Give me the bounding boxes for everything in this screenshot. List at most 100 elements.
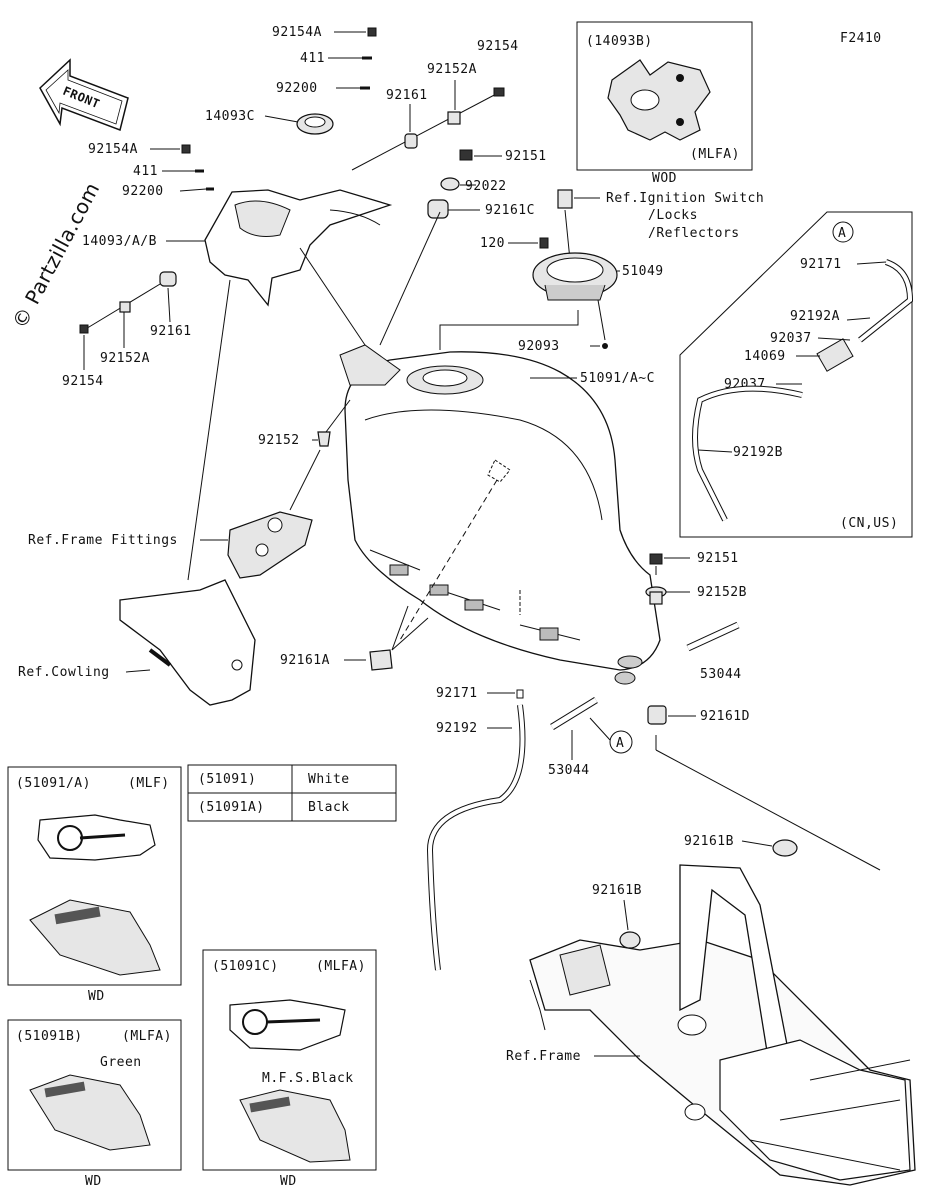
label-51091: 51091/A~C (580, 371, 655, 386)
front-arrow-icon: FRONT (39, 58, 129, 132)
ignition-ref-part (557, 189, 573, 209)
color-table: (51091) White (51091A) Black (187, 764, 397, 822)
inset-51091b-title: (51091B) (16, 1029, 83, 1044)
label-14093: 14093/A/B (82, 234, 157, 249)
inset-14093b-frame (576, 21, 753, 171)
fuel-tank-51091 (344, 351, 661, 671)
label-92171-bottom: 92171 (436, 686, 478, 701)
inset-cn-us-frame (679, 211, 913, 538)
label-92200-left: 92200 (122, 184, 164, 199)
label-92037-top: 92037 (770, 331, 812, 346)
label-92151-top: 92151 (505, 149, 547, 164)
table-row-2-color: Black (308, 800, 350, 815)
label-92161c: 92161C (485, 203, 535, 218)
inset-51091a-caption: WD (88, 989, 105, 1004)
inset-51091b-caption: WD (85, 1174, 102, 1189)
watermark: © Partzilla.com (7, 178, 104, 332)
inset-cn-us-circle: A (838, 226, 846, 241)
label-411-top: 411 (300, 51, 325, 66)
label-92171-inset: 92171 (800, 257, 842, 272)
label-120: 120 (480, 236, 505, 251)
grommet-92161c (427, 199, 449, 219)
inset-51091b-variant: (MLFA) (122, 1029, 172, 1044)
screw-92151-top (459, 149, 473, 161)
inset-51091b-color: Green (100, 1055, 142, 1070)
bolt-92152 (317, 431, 331, 447)
ref-ignition-1: Ref.Ignition Switch (606, 191, 764, 206)
frame-drawing (529, 864, 916, 1186)
inset-14093b-caption: WOD (652, 171, 677, 186)
grommet-92161b-left (619, 931, 641, 949)
label-92154a-top: 92154A (272, 25, 322, 40)
label-92161d: 92161D (700, 709, 750, 724)
cowling (119, 579, 256, 706)
washer-92022 (440, 177, 460, 191)
label-51049: 51049 (622, 264, 664, 279)
filter-14069 (816, 338, 854, 372)
clip-92171 (516, 689, 524, 699)
frame-fitting (227, 511, 313, 579)
inset-51091a: (51091/A) (MLF) WD (7, 766, 182, 1004)
label-92154-left: 92154 (62, 374, 104, 389)
screw-92151-mid (649, 553, 663, 565)
circle-a-top (832, 221, 854, 243)
table-row-1-color: White (308, 772, 350, 787)
ref-frame-fittings: Ref.Frame Fittings (28, 533, 178, 548)
label-92161-left: 92161 (150, 324, 192, 339)
label-14069: 14069 (744, 349, 786, 364)
inset-cn-us-region: (CN,US) (840, 516, 898, 531)
label-92152b: 92152B (697, 585, 747, 600)
grommet-92161-left (159, 271, 177, 287)
damper-92161d (647, 705, 667, 725)
label-92200-top: 92200 (276, 81, 318, 96)
ref-frame: Ref.Frame (506, 1049, 581, 1064)
label-53044-bottom: 53044 (548, 763, 590, 778)
label-92192b: 92192B (733, 445, 783, 460)
collar-92152a-top (447, 111, 461, 125)
cover-14093 (204, 189, 393, 307)
ref-ignition-3: /Reflectors (648, 226, 740, 241)
ref-cowling: Ref.Cowling (18, 665, 110, 680)
inset-14093b-variant: (MLFA) (690, 147, 740, 162)
grommet-92161-top (404, 133, 418, 149)
label-92161a: 92161A (280, 653, 330, 668)
inset-14093b: (14093B) (MLFA) WOD (576, 21, 753, 186)
label-411-left: 411 (133, 164, 158, 179)
inset-51091b: (51091B) (MLFA) Green WD (7, 1019, 182, 1189)
label-92152: 92152 (258, 433, 300, 448)
inset-51091c-color: M.F.S.Black (262, 1071, 354, 1086)
screw-92154-top (493, 87, 505, 97)
label-92154a-left: 92154A (88, 142, 138, 157)
label-92151-mid: 92151 (697, 551, 739, 566)
pad-92161a (369, 649, 393, 671)
label-53044-right: 53044 (700, 667, 742, 682)
label-circle-a-bottom: A (616, 736, 624, 751)
screw-92154a-top (367, 27, 377, 37)
circle-a-bottom (609, 730, 633, 754)
inset-51091a-title: (51091/A) (16, 776, 91, 791)
label-92154-top: 92154 (477, 39, 519, 54)
label-92022: 92022 (465, 179, 507, 194)
inset-51091c-caption: WD (280, 1174, 297, 1189)
ref-ignition-2: /Locks (648, 208, 698, 223)
label-92192: 92192 (436, 721, 478, 736)
table-row-1-part: (51091) (198, 772, 256, 787)
inset-14093b-title: (14093B) (586, 34, 653, 49)
collar-92152a-left (119, 301, 131, 313)
inset-51091c-title: (51091C) (212, 959, 279, 974)
label-14093c: 14093C (205, 109, 255, 124)
inset-cn-us: A 92171 92192A 92037 14069 92037 92192B … (679, 211, 914, 538)
label-92161b-right: 92161B (684, 834, 734, 849)
label-92192a: 92192A (790, 309, 840, 324)
label-92152a-top: 92152A (427, 62, 477, 77)
label-92161-top: 92161 (386, 88, 428, 103)
grommet-92161b-right (772, 839, 798, 857)
inset-51091c: (51091C) (MLFA) M.F.S.Black WD (202, 949, 377, 1189)
diagram-id: F2410 (840, 31, 882, 46)
label-92093: 92093 (518, 339, 560, 354)
label-92152a-left: 92152A (100, 351, 150, 366)
label-92161b-left: 92161B (592, 883, 642, 898)
table-row-2-part: (51091A) (198, 800, 265, 815)
